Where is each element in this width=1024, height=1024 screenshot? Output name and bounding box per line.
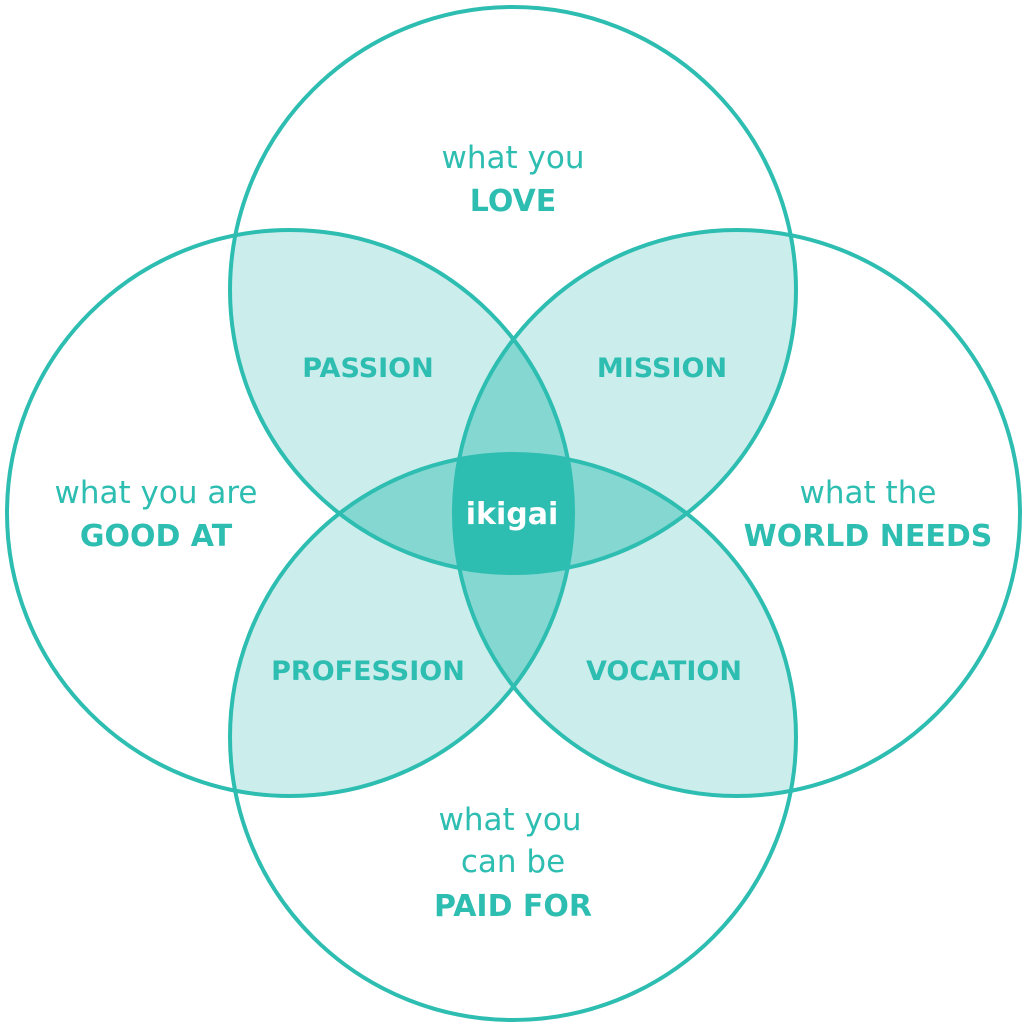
- label-mission: MISSION: [597, 353, 727, 384]
- label-paid-for-line2: can be: [461, 844, 565, 880]
- label-love-line2: LOVE: [470, 184, 556, 219]
- label-world-needs-line1: what the: [800, 475, 937, 511]
- label-passion: PASSION: [302, 353, 433, 384]
- label-vocation: VOCATION: [586, 656, 742, 687]
- circle-paid-for: [228, 452, 798, 1022]
- label-good-at-line2: GOOD AT: [80, 519, 233, 554]
- label-paid-for-line1: what you: [439, 802, 582, 838]
- circle-world-needs: [452, 228, 1022, 798]
- circle-love: [228, 5, 798, 575]
- label-world-needs-line2: WORLD NEEDS: [744, 519, 993, 554]
- label-love-line1: what you: [442, 140, 585, 176]
- label-paid-for-line3: PAID FOR: [434, 889, 592, 924]
- label-ikigai: ikigai: [466, 497, 559, 532]
- label-profession: PROFESSION: [271, 656, 465, 687]
- label-good-at-line1: what you are: [55, 475, 258, 511]
- circle-good-at: [5, 228, 575, 798]
